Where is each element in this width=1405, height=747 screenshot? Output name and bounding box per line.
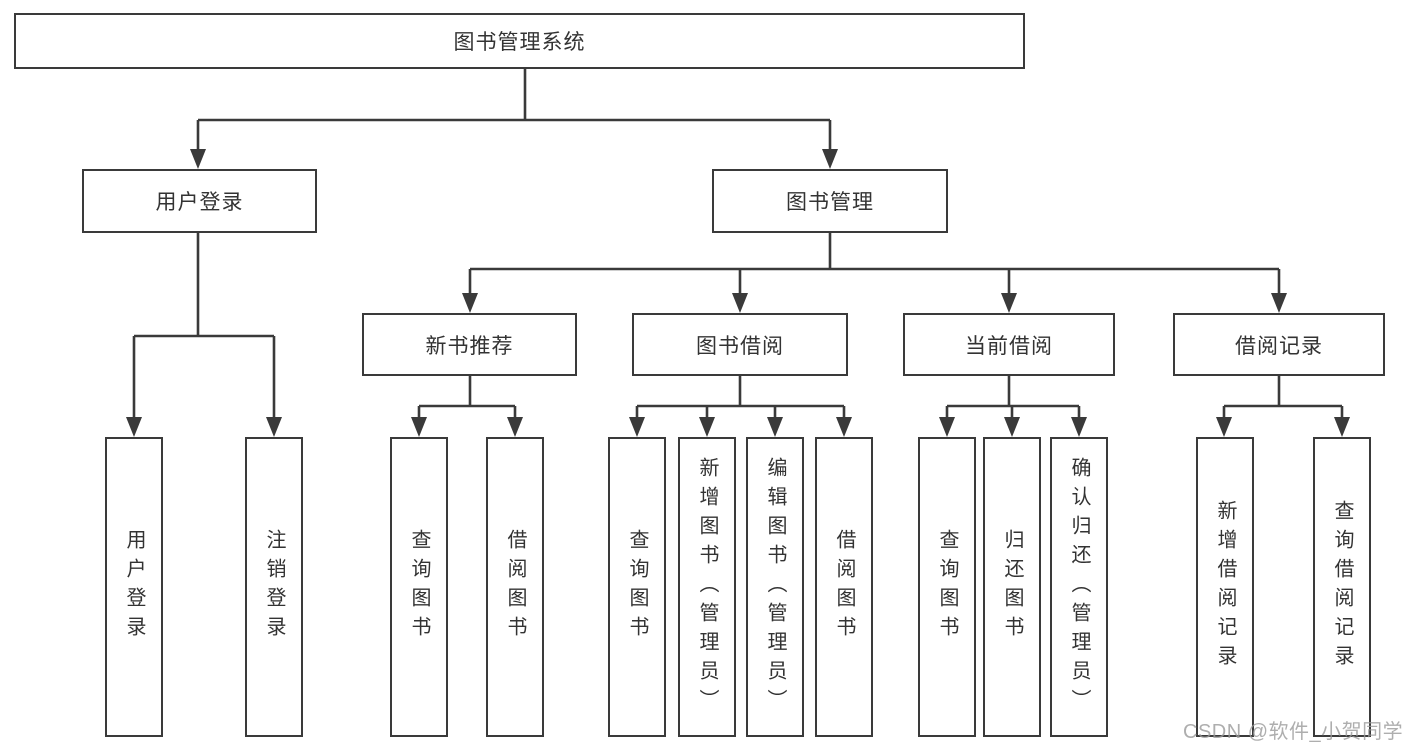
- node-library-management-system: 图书管理系统: [14, 13, 1025, 69]
- leaf-borrow-borrow-books: 借阅图书: [815, 437, 873, 737]
- leaf-add-borrow-record: 新增借阅记录: [1196, 437, 1254, 737]
- node-user-login: 用户登录: [82, 169, 317, 233]
- node-label: 新书推荐: [425, 334, 514, 358]
- leaf-label: 用户登录: [123, 529, 145, 645]
- node-label: 图书管理系统: [453, 31, 586, 54]
- node-label: 当前借阅: [965, 334, 1053, 358]
- leaf-recommend-query-books: 查询图书: [390, 437, 448, 737]
- leaf-logout: 注销登录: [245, 437, 303, 737]
- node-label: 图书管理: [786, 191, 874, 214]
- leaf-label: 注销登录: [263, 529, 285, 645]
- leaf-label: 新增借阅记录: [1214, 500, 1236, 674]
- leaf-label: 查询借阅记录: [1331, 500, 1353, 674]
- leaf-current-confirm-return-admin: 确认归还（管理员）: [1050, 437, 1108, 737]
- leaf-label: 借阅图书: [833, 529, 855, 645]
- leaf-label: 查询图书: [626, 529, 648, 645]
- leaf-borrow-add-books-admin: 新增图书（管理员）: [678, 437, 736, 737]
- node-book-borrowing: 图书借阅: [632, 313, 848, 376]
- node-book-management: 图书管理: [712, 169, 948, 233]
- node-borrowing-records: 借阅记录: [1173, 313, 1385, 376]
- leaf-label: 查询图书: [936, 529, 958, 645]
- leaf-recommend-borrow-books: 借阅图书: [486, 437, 544, 737]
- leaf-borrow-edit-books-admin: 编辑图书（管理员）: [746, 437, 804, 737]
- node-label: 借阅记录: [1235, 334, 1323, 358]
- leaf-label: 查询图书: [408, 529, 430, 645]
- node-new-book-recommendation: 新书推荐: [362, 313, 577, 376]
- node-label: 用户登录: [155, 191, 244, 214]
- leaf-label: 归还图书: [1001, 529, 1023, 645]
- csdn-watermark: CSDN @软件_小贺同学: [1183, 721, 1404, 743]
- leaf-borrow-query-books: 查询图书: [608, 437, 666, 737]
- leaf-user-login: 用户登录: [105, 437, 163, 737]
- node-label: 图书借阅: [696, 334, 784, 358]
- leaf-label: 确认归还（管理员）: [1068, 456, 1090, 718]
- leaf-label: 借阅图书: [504, 529, 526, 645]
- leaf-label: 新增图书（管理员）: [696, 456, 718, 718]
- leaf-current-query-books: 查询图书: [918, 437, 976, 737]
- node-current-borrowing: 当前借阅: [903, 313, 1115, 376]
- leaf-current-return-books: 归还图书: [983, 437, 1041, 737]
- leaf-query-borrow-record: 查询借阅记录: [1313, 437, 1371, 737]
- leaf-label: 编辑图书（管理员）: [764, 456, 786, 718]
